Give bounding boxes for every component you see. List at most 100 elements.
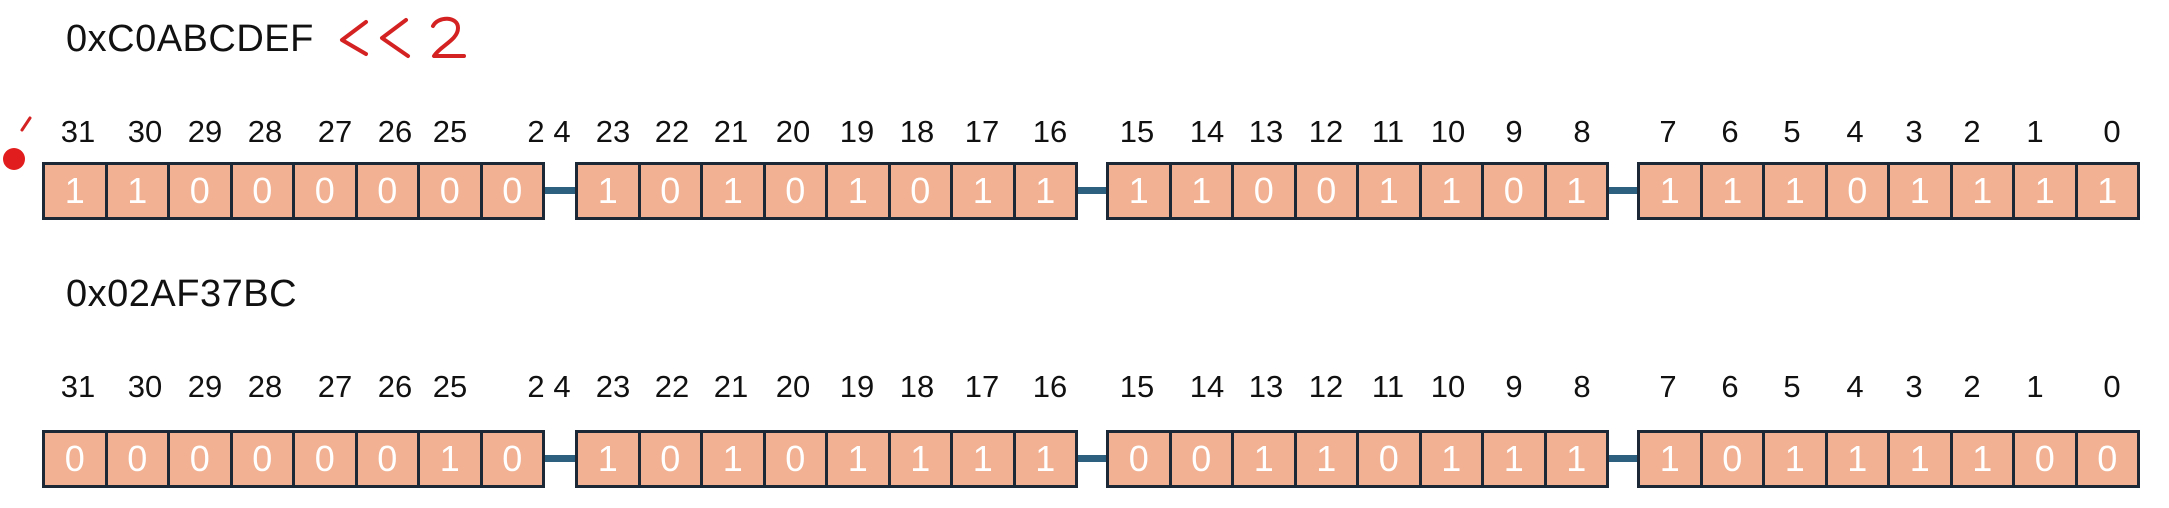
bit-number: 4 [553,114,571,149]
bit-cell: 1 [703,433,766,485]
bit-number: 18 [899,114,935,149]
bit-cell: 0 [502,438,523,479]
bit-cell: 0 [1297,165,1359,217]
bit-cell: 1 [1234,433,1297,485]
bit-number: 5 [1783,114,1801,149]
bit-cell: 1 [828,433,891,485]
bit-number: 9 [1505,114,1523,149]
bit-cell: 1 [1172,165,1234,217]
bit-number: 18 [899,369,935,404]
bit-cell: 0 [170,165,233,217]
bit-cell: 1 [1765,433,1828,485]
bit-cell: 1 [1109,165,1172,217]
bit-cell: 0 [358,433,420,485]
bit-number: 7 [1659,114,1677,149]
bit-number: 26 [377,369,413,404]
bit-cell: 1 [891,433,953,485]
bit-number: 10 [1430,369,1466,404]
bit-cell: 1 [1765,165,1828,217]
red-tick-mark [20,116,32,132]
bit-number: 10 [1430,114,1466,149]
bit-cell: 0 [1484,165,1547,217]
bit-number: 0 [2103,369,2121,404]
bit-cell: 1 [1703,165,1765,217]
bit-number: 3 [1905,369,1923,404]
bit-number: 5 [1783,369,1801,404]
bit-number: 8 [1573,369,1591,404]
bit-cell: 0 [233,165,295,217]
bit-number: 6 [1721,369,1739,404]
bit-number: 6 [1721,114,1739,149]
bit-number: 31 [60,114,96,149]
bit-number: 1 [2026,369,2044,404]
bit-cell: 1 [420,433,483,485]
bit-number: 31 [60,369,96,404]
bit-number: 29 [187,369,223,404]
bit-cell: 0 [295,433,358,485]
bit-number: 21 [713,114,749,149]
byte-connector [545,455,575,462]
bit-cell: 1 [1422,433,1484,485]
bit-cell: 1 [953,165,1016,217]
bit-cell: 0 [1359,433,1422,485]
bit-cell: 1 [578,165,641,217]
bit-number: 28 [247,369,283,404]
byte-connector [1609,455,1637,462]
bit-cell: 1 [953,433,1016,485]
byte-connector [1078,187,1106,194]
bit-cell: 0 [641,433,703,485]
bit-number: 17 [964,369,1000,404]
bit-cell: 0 [891,165,953,217]
bit-number: 30 [127,369,163,404]
bit-cell: 1 [1297,433,1359,485]
bit-cell: 0 [1703,433,1765,485]
bit-number: 23 [595,369,631,404]
bit-number: 3 [1905,114,1923,149]
bit-number: 9 [1505,369,1523,404]
bit-cell: 0 [108,433,170,485]
bit-number: 11 [1371,369,1405,404]
bit-number: 20 [775,369,811,404]
bit-number: 11 [1371,114,1405,149]
bit-number: 13 [1248,369,1284,404]
bit-cell: 0 [1109,433,1172,485]
bit-cell: 1 [1828,433,1890,485]
bit-number: 23 [595,114,631,149]
bit-number: 2 [1963,114,1981,149]
bit-number: 15 [1119,369,1155,404]
bit-cell: 0 [420,165,483,217]
bit-number: 27 [317,114,353,149]
bit-cell: 0 [1172,433,1234,485]
bit-number: 8 [1573,114,1591,149]
bit-number: 2 [527,114,545,149]
bit-cell: 1 [1566,438,1587,479]
bit-number: 12 [1308,369,1344,404]
byte-connector [1609,187,1637,194]
bit-number: 22 [654,114,690,149]
bit-cell: 0 [766,433,828,485]
register-1-hex-label: 0xC0ABCDEF [66,18,314,60]
bit-number: 29 [187,114,223,149]
bit-number: 28 [247,114,283,149]
bit-number: 21 [713,369,749,404]
bit-number: 17 [964,114,1000,149]
bit-cell: 0 [502,170,523,211]
bit-cell: 1 [1890,165,1953,217]
bit-cell: 0 [1828,165,1890,217]
byte-connector [545,187,575,194]
bit-number: 2 [527,369,545,404]
bit-cell: 0 [45,433,108,485]
bit-number: 7 [1659,369,1677,404]
bit-number: 15 [1119,114,1155,149]
bit-cell: 0 [2015,433,2078,485]
bit-number: 12 [1308,114,1344,149]
bit-cell: 0 [295,165,358,217]
bit-number: 20 [775,114,811,149]
bit-number: 14 [1189,369,1225,404]
bit-cell: 1 [1566,170,1587,211]
